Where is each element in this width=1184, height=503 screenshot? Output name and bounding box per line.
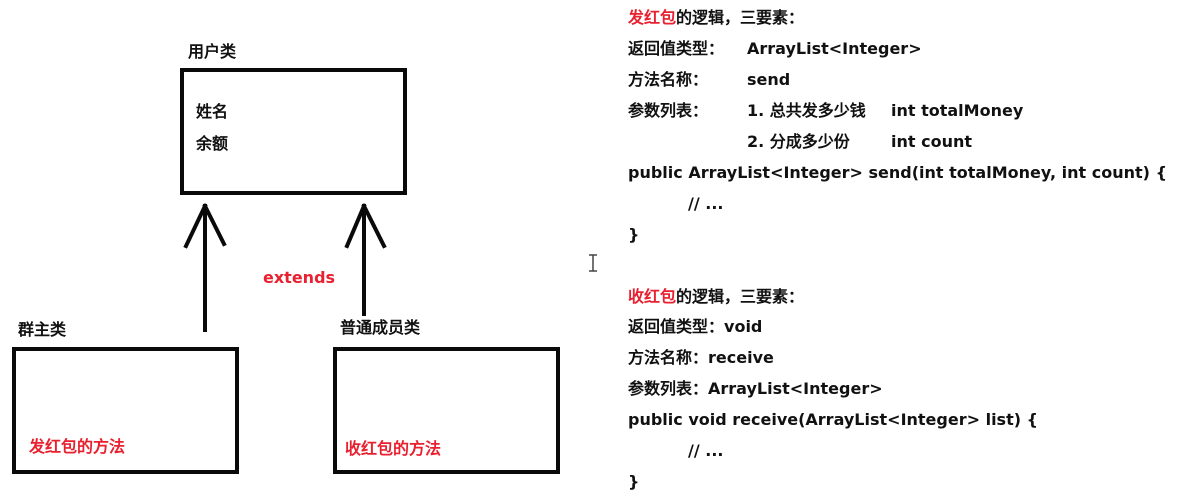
receive-return-label: 返回值类型： (628, 317, 725, 336)
send-name-value: send (747, 70, 791, 89)
send-heading: 发红包的逻辑，三要素： (628, 8, 804, 28)
arrow-left-head-r (202, 203, 227, 247)
arrow-right-head-l (344, 203, 367, 249)
receive-close: } (628, 472, 640, 491)
send-method: 发红包的方法 (29, 437, 126, 456)
parent-class-title: 用户类 (188, 42, 237, 61)
member-class-title: 普通成员类 (340, 318, 421, 337)
send-name-label: 方法名称： (628, 70, 709, 89)
send-signature: public ArrayList<Integer> send(int total… (628, 163, 1167, 182)
receive-name-label: 方法名称： (628, 348, 709, 367)
receive-heading: 收红包的逻辑，三要素： (628, 287, 804, 307)
send-return-label: 返回值类型： (628, 39, 725, 58)
receive-params-value: ArrayList<Integer> (708, 379, 883, 398)
receive-params: 参数列表：ArrayList<Integer> (628, 379, 883, 399)
receive-return-value: void (724, 317, 763, 336)
send-heading-rest: 的逻辑，三要素： (676, 8, 805, 27)
receive-heading-red: 收红包 (628, 287, 677, 306)
send-close: } (628, 225, 640, 244)
send-param-2-desc: 2. 分成多少份 (747, 132, 850, 151)
send-params-label: 参数列表： (628, 101, 709, 120)
send-param-1-code: int totalMoney (891, 101, 1024, 120)
parent-class-box: 姓名 余额 (180, 68, 407, 195)
receive-method: 收红包的方法 (345, 439, 442, 458)
receive-signature: public void receive(ArrayList<Integer> l… (628, 410, 1038, 429)
receive-heading-rest: 的逻辑，三要素： (676, 287, 805, 306)
send-return-value: ArrayList<Integer> (747, 39, 922, 58)
send-param-2-code: int count (891, 132, 972, 151)
owner-class-box: 发红包的方法 (12, 347, 239, 474)
inheritance-arrows (183, 203, 387, 332)
receive-return: 返回值类型：void (628, 317, 762, 337)
member-class-box: 收红包的方法 (333, 347, 560, 474)
send-param-1-desc: 1. 总共发多少钱 (747, 101, 866, 120)
send-body: // ... (688, 194, 724, 213)
field-name: 姓名 (196, 102, 229, 121)
receive-params-label: 参数列表： (628, 379, 709, 398)
text-cursor-icon (589, 254, 597, 272)
field-balance: 余额 (196, 134, 229, 153)
receive-name-value: receive (708, 348, 774, 367)
send-heading-red: 发红包 (628, 8, 677, 27)
receive-name: 方法名称：receive (628, 348, 774, 368)
arrow-right-head-r (361, 203, 387, 249)
extends-label: extends (263, 268, 336, 287)
arrow-left-head-l (183, 203, 208, 249)
owner-class-title: 群主类 (18, 320, 67, 339)
receive-body: // ... (688, 441, 724, 460)
